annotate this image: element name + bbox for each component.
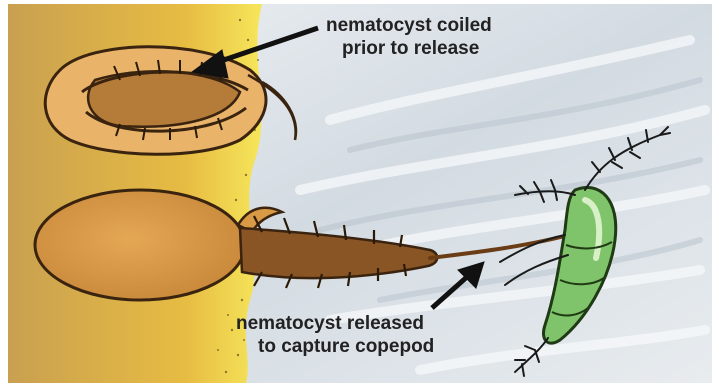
- label-released-line1: nematocyst released: [236, 312, 434, 335]
- label-coiled-line2: prior to release: [326, 37, 492, 60]
- label-released: nematocyst released to capture copepod: [236, 312, 434, 358]
- label-coiled: nematocyst coiled prior to release: [326, 14, 492, 60]
- label-coiled-line1: nematocyst coiled: [326, 14, 492, 37]
- capsule-body: [35, 190, 245, 300]
- label-released-line2: to capture copepod: [236, 335, 434, 358]
